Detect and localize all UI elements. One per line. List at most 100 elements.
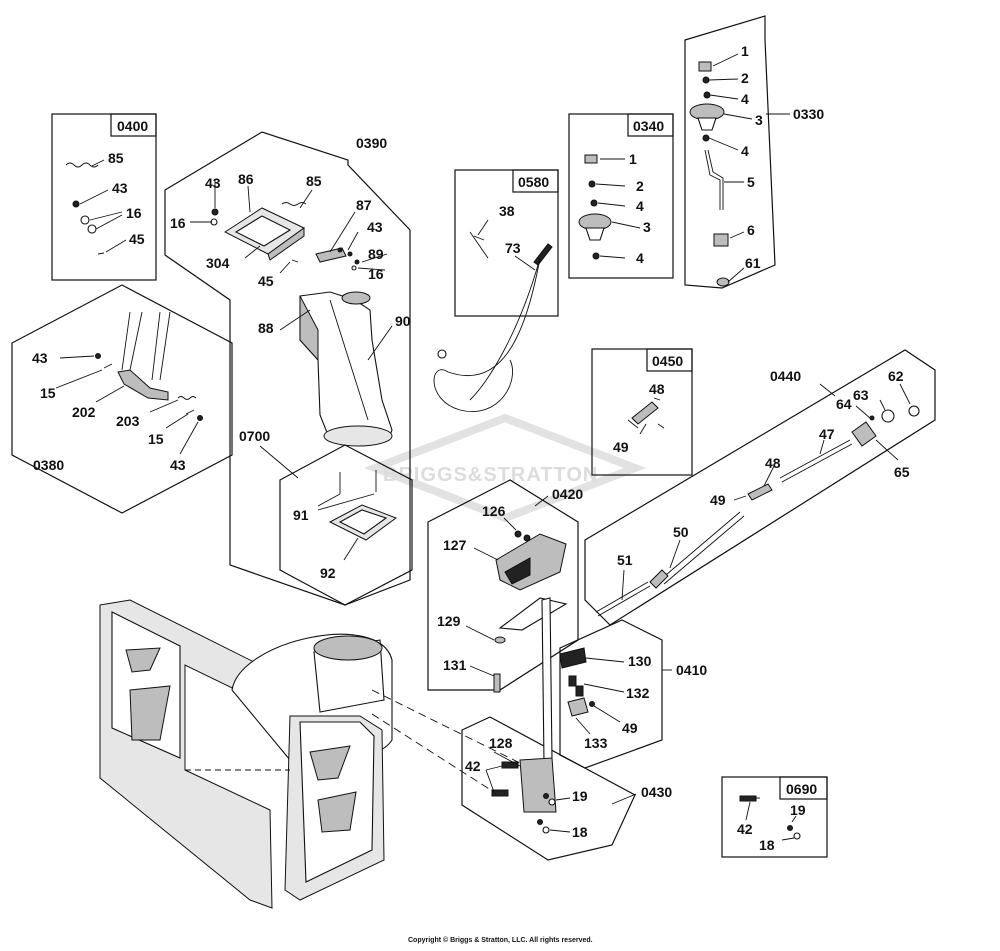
callout-3: 3	[643, 219, 651, 235]
callout-16: 16	[368, 266, 384, 282]
assembly-label-0430: 0430	[641, 784, 672, 800]
callout-16: 16	[170, 215, 186, 231]
callout-48: 48	[765, 455, 781, 471]
callout-130: 130	[628, 653, 652, 669]
callout-73: 73	[505, 240, 521, 256]
group-0430: 0430 128 42 19 18	[461, 597, 672, 861]
callout-4: 4	[636, 250, 644, 266]
callout-6: 6	[747, 222, 755, 238]
callout-45: 45	[258, 273, 274, 289]
clip-48	[631, 401, 659, 425]
callout-5: 5	[747, 174, 755, 190]
callout-15: 15	[148, 431, 164, 447]
callout-304: 304	[206, 255, 230, 271]
group-0390: 0390 43 86 85 16 304 45 87 4	[164, 131, 411, 606]
callout-49: 49	[710, 492, 726, 508]
callout-43: 43	[367, 219, 383, 235]
assembly-label-0330: 0330	[793, 106, 824, 122]
group-0400: 0400 85 43 16 45	[51, 113, 157, 281]
spring-133	[567, 697, 589, 717]
callout-49: 49	[622, 720, 638, 736]
callout-92: 92	[320, 565, 336, 581]
callout-132: 132	[626, 685, 650, 701]
callout-42: 42	[737, 821, 753, 837]
clip-48	[747, 483, 773, 501]
callout-50: 50	[673, 524, 689, 540]
callout-63: 63	[853, 387, 869, 403]
assembly-label-0390: 0390	[356, 135, 387, 151]
callout-47: 47	[819, 426, 835, 442]
auger-housing	[99, 599, 521, 909]
group-0450: 0450 48 49	[591, 348, 693, 476]
callout-61: 61	[745, 255, 761, 271]
callout-131: 131	[443, 657, 467, 673]
spring-85	[65, 162, 99, 168]
callout-129: 129	[437, 613, 461, 629]
callout-126: 126	[482, 503, 506, 519]
callout-203: 203	[116, 413, 140, 429]
callout-64: 64	[836, 396, 852, 412]
assembly-label-0410: 0410	[676, 662, 707, 678]
callout-48: 48	[649, 381, 665, 397]
callout-89: 89	[368, 246, 384, 262]
group-0340: 0340 1 2 4 3 4	[568, 113, 674, 279]
cap-1	[584, 154, 598, 164]
callout-86: 86	[238, 171, 254, 187]
watermark: BRIGGS&STRATTON	[363, 413, 647, 523]
assembly-label-0450: 0450	[652, 353, 683, 369]
callout-18: 18	[572, 824, 588, 840]
callout-19: 19	[790, 802, 806, 818]
callout-88: 88	[258, 320, 274, 336]
callout-4: 4	[636, 198, 644, 214]
callout-90: 90	[395, 313, 411, 329]
assembly-label-0400: 0400	[117, 118, 148, 134]
assembly-label-0580: 0580	[518, 174, 549, 190]
nut-43	[72, 200, 80, 208]
callout-128: 128	[489, 735, 513, 751]
callout-2: 2	[636, 178, 644, 194]
callout-43: 43	[112, 180, 128, 196]
assembly-label-0420: 0420	[552, 486, 583, 502]
callout-1: 1	[741, 43, 749, 59]
callout-87: 87	[356, 197, 372, 213]
callout-19: 19	[572, 788, 588, 804]
bracket-130	[559, 647, 587, 669]
callout-4: 4	[741, 91, 749, 107]
assembly-label-0690: 0690	[786, 781, 817, 797]
callout-43: 43	[205, 175, 221, 191]
group-0380: 0380 43 15 202 203 15 43	[11, 284, 233, 514]
callout-85: 85	[306, 173, 322, 189]
lever-202	[117, 369, 169, 401]
group-0690: 0690 42 19 18	[721, 776, 828, 858]
rod-50	[659, 511, 745, 585]
callout-15: 15	[40, 385, 56, 401]
callout-43: 43	[32, 350, 48, 366]
group-0700: 0700 91 92	[239, 428, 413, 606]
callout-2: 2	[741, 70, 749, 86]
rod-47	[779, 439, 853, 483]
callout-43: 43	[170, 457, 186, 473]
callout-3: 3	[755, 112, 763, 128]
callout-133: 133	[584, 735, 608, 751]
callout-16: 16	[126, 205, 142, 221]
callout-1: 1	[629, 151, 637, 167]
coupler-6	[713, 233, 729, 247]
cable-end	[533, 243, 553, 266]
callout-45: 45	[129, 231, 145, 247]
group-0580: 0580 38 73	[433, 169, 559, 412]
callout-127: 127	[443, 537, 467, 553]
bracket-top	[498, 597, 568, 631]
assembly-label-0380: 0380	[33, 457, 64, 473]
watermark-text: BRIGGS&STRATTON	[383, 464, 598, 486]
assembly-label-0340: 0340	[633, 118, 664, 134]
callout-202: 202	[72, 404, 96, 420]
console-127	[495, 533, 567, 591]
assembly-label-0440: 0440	[770, 368, 801, 384]
callout-62: 62	[888, 368, 904, 384]
copyright-text: Copyright © Briggs & Stratton, LLC. All …	[408, 936, 593, 944]
callout-38: 38	[499, 203, 515, 219]
group-0410: 0410 130 132 49 133	[559, 619, 707, 769]
callout-4: 4	[741, 143, 749, 159]
